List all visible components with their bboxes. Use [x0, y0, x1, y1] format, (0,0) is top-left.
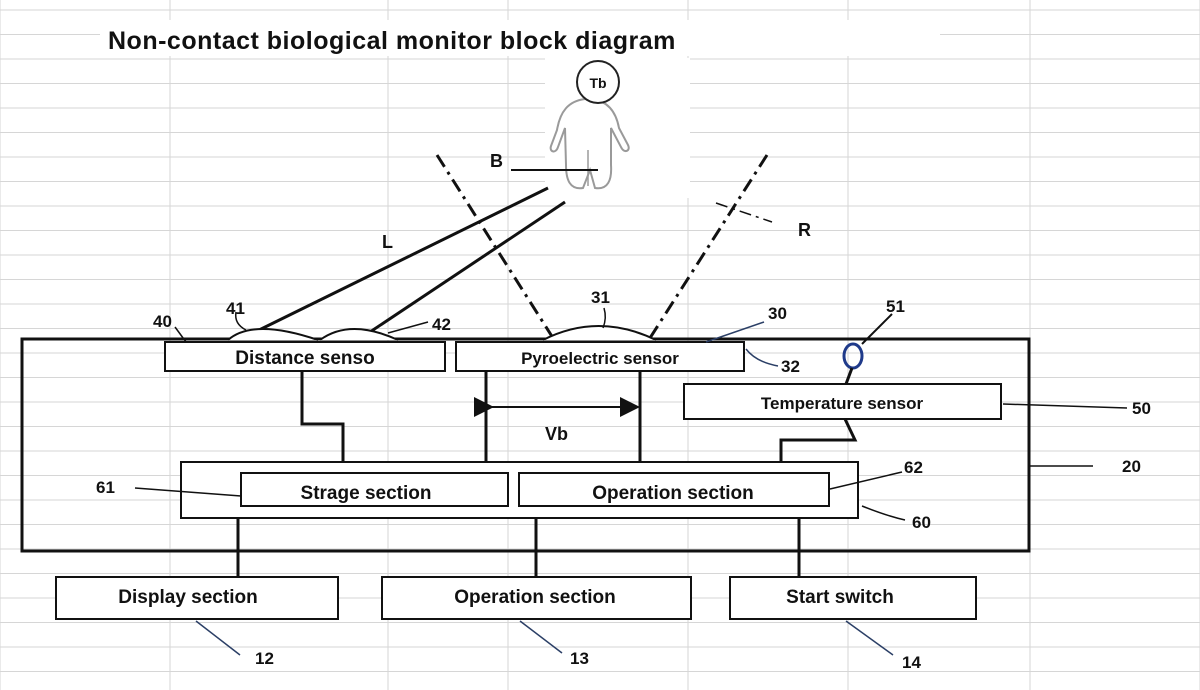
detection-range-leader — [715, 202, 773, 223]
wire-temperature-to-processor — [779, 418, 858, 462]
ref-61: 61 — [96, 478, 115, 497]
diagram-title: Non-contact biological monitor block dia… — [108, 27, 676, 55]
ref-32: 32 — [781, 357, 800, 376]
distance-sensor-label: Distance senso — [235, 348, 374, 369]
leader-40 — [174, 326, 187, 343]
ref-50: 50 — [1132, 399, 1151, 418]
leader-60 — [861, 505, 906, 521]
leader-31 — [602, 307, 607, 329]
leader-30 — [705, 321, 765, 343]
human-figure: Tb — [545, 58, 690, 198]
leader-14 — [845, 620, 894, 656]
pyroelectric-sensor-box — [455, 341, 745, 372]
leader-13 — [519, 620, 563, 654]
operation-section-outer-box — [381, 576, 692, 620]
ref-12: 12 — [255, 649, 274, 668]
pyroelectric-sensor-label: Pyroelectric sensor — [521, 349, 679, 368]
leader-61 — [134, 487, 242, 497]
person-silhouette — [549, 98, 630, 190]
head-label: Tb — [589, 75, 606, 91]
ref-41: 41 — [226, 299, 245, 318]
leader-41 — [234, 311, 247, 331]
temperature-sensor-label: Temperature sensor — [761, 394, 924, 413]
ref-31: 31 — [591, 288, 610, 307]
leader-12 — [195, 620, 241, 656]
operation-section-inner-label: Operation section — [592, 483, 754, 504]
device-housing — [20, 337, 1031, 553]
distance-sensor-emitter-41 — [227, 328, 319, 341]
ref-13: 13 — [570, 649, 589, 668]
operation-section-inner-box — [518, 472, 830, 507]
distance-sensor-receiver-42 — [319, 328, 399, 341]
distance-line-1 — [254, 186, 549, 334]
operation-section-outer-label: Operation section — [454, 587, 616, 608]
leader-32 — [745, 348, 779, 367]
body-point-label: B — [490, 151, 503, 171]
temperature-sensor-box — [683, 383, 1002, 420]
voltage-label: Vb — [545, 424, 568, 444]
ref-14: 14 — [902, 653, 921, 672]
leader-50 — [1002, 403, 1128, 409]
leader-62 — [829, 471, 903, 490]
start-switch-label: Start switch — [786, 587, 894, 608]
distance-line-label: L — [382, 232, 393, 252]
ref-51: 51 — [886, 297, 905, 316]
detection-boundary-right — [648, 154, 769, 339]
wire-distance-to-processor — [300, 371, 345, 462]
temperature-probe-ring — [842, 342, 864, 370]
title-backdrop — [100, 20, 940, 56]
pyroelectric-lens-31 — [542, 325, 657, 341]
ref-60: 60 — [912, 513, 931, 532]
detection-boundary-left — [435, 154, 555, 339]
storage-section-label: Strage section — [301, 483, 432, 504]
leader-42 — [387, 321, 429, 334]
display-section-box — [55, 576, 339, 620]
ref-62: 62 — [904, 458, 923, 477]
ref-30: 30 — [768, 304, 787, 323]
distance-line-2 — [369, 200, 566, 334]
ref-42: 42 — [432, 315, 451, 334]
storage-section-box — [240, 472, 509, 507]
detection-range-label: R — [798, 220, 811, 240]
leader-51 — [861, 313, 893, 345]
start-switch-box — [729, 576, 977, 620]
display-section-label: Display section — [118, 587, 257, 608]
ref-20: 20 — [1122, 457, 1141, 476]
temperature-probe-stem — [844, 367, 854, 385]
distance-sensor-box — [164, 341, 446, 372]
person-head — [576, 60, 620, 104]
ref-40: 40 — [153, 312, 172, 331]
